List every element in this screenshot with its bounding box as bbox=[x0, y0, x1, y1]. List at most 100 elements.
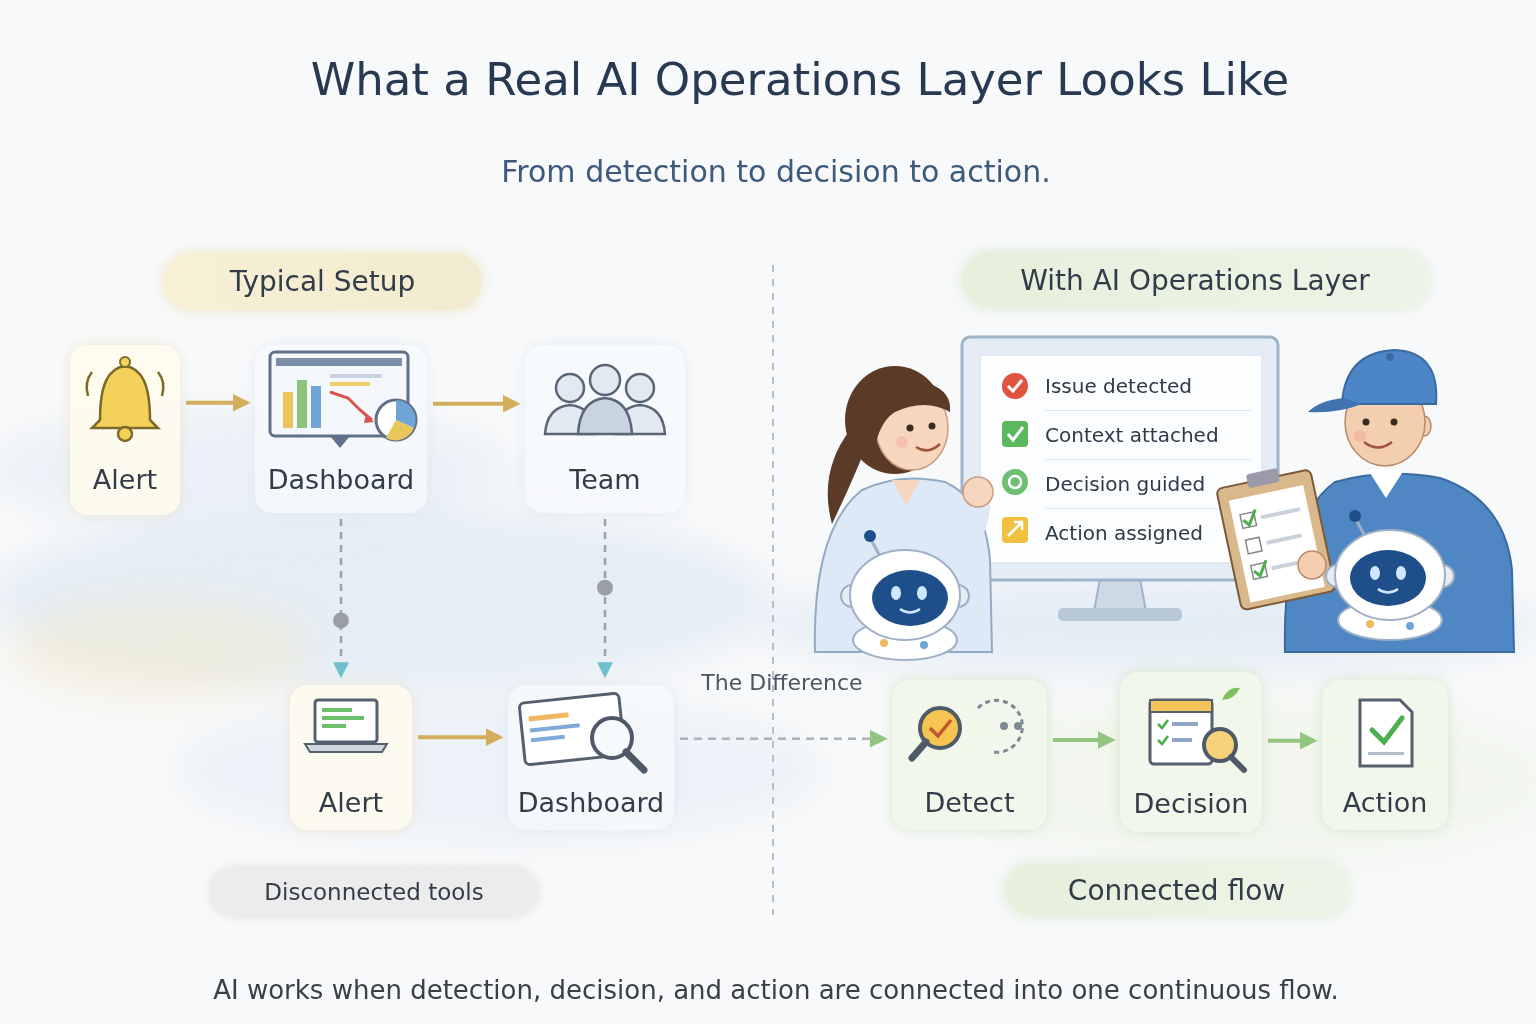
detect-icon bbox=[912, 742, 926, 758]
screen-row-icons bbox=[1002, 469, 1028, 495]
watercolor-wash bbox=[0, 410, 1536, 860]
connector-dot bbox=[597, 580, 613, 596]
screen-row-icons bbox=[1002, 517, 1028, 543]
flow-arrow bbox=[340, 519, 343, 675]
summary-pill: Disconnected tools bbox=[210, 868, 538, 916]
hand bbox=[1298, 551, 1326, 579]
section-heading: With AI Operations Layer bbox=[962, 252, 1428, 308]
process-box: Detect bbox=[892, 680, 1047, 830]
woman-figure bbox=[945, 506, 978, 562]
woman-figure bbox=[963, 477, 993, 507]
man-figure bbox=[1345, 378, 1425, 466]
dashboard-icon bbox=[283, 392, 293, 428]
man-figure bbox=[1386, 353, 1394, 361]
process-box: Team bbox=[525, 345, 685, 513]
monitor-frame bbox=[1094, 578, 1146, 612]
clipboard bbox=[1240, 512, 1257, 529]
woman-figure bbox=[892, 480, 920, 505]
laptop-icon bbox=[322, 716, 364, 720]
clipboard bbox=[1261, 507, 1301, 519]
woman-figure bbox=[815, 366, 993, 652]
process-box: Decision bbox=[1120, 672, 1262, 832]
robot-assistant bbox=[947, 585, 969, 607]
clipboard bbox=[1252, 560, 1269, 577]
screen-row-icons bbox=[1002, 373, 1028, 399]
bell-icon bbox=[158, 372, 163, 396]
woman-figure bbox=[907, 425, 914, 432]
dashboard-icon bbox=[376, 400, 416, 440]
dashboard-search-icon bbox=[519, 693, 644, 770]
robot-assistant bbox=[1355, 518, 1365, 536]
man-figure bbox=[1285, 474, 1514, 652]
bell-icon bbox=[87, 372, 92, 396]
status-row: Action assigned bbox=[1045, 509, 1251, 557]
node-label: Dashboard bbox=[268, 464, 414, 495]
edge-label: The Difference bbox=[662, 667, 902, 699]
bell-icon bbox=[118, 427, 132, 441]
watercolor-wash bbox=[760, 580, 1536, 670]
monitor-frame bbox=[962, 337, 1278, 580]
woman-figure bbox=[828, 430, 864, 524]
detect-icon bbox=[912, 700, 1022, 758]
dashboard-icon bbox=[276, 358, 402, 366]
dashboard-icon bbox=[330, 436, 350, 448]
dashboard-icon bbox=[330, 374, 382, 378]
summary-pill: Connected flow bbox=[1005, 864, 1348, 916]
process-box: Action bbox=[1322, 680, 1448, 830]
woman-figure bbox=[815, 478, 992, 652]
woman-figure bbox=[929, 423, 936, 430]
status-row: Context attached bbox=[1045, 411, 1251, 460]
robot-assistant bbox=[872, 570, 948, 626]
dashboard-search-icon bbox=[528, 712, 568, 721]
section-heading: Typical Setup bbox=[163, 253, 482, 310]
robot-assistant bbox=[1326, 565, 1348, 587]
flow-arrow bbox=[1268, 739, 1314, 743]
laptop-icon bbox=[322, 724, 346, 728]
node-label: Action bbox=[1343, 787, 1428, 818]
node-label: Dashboard bbox=[518, 787, 664, 818]
flow-arrow bbox=[433, 402, 517, 406]
man-figure bbox=[1285, 350, 1514, 652]
screen-row-icons bbox=[1002, 373, 1028, 543]
robot-assistant bbox=[900, 609, 920, 613]
robot-assistant bbox=[850, 550, 960, 640]
dashboard-icon bbox=[330, 392, 372, 420]
action-icon bbox=[1372, 718, 1402, 742]
robot-assistant bbox=[870, 538, 880, 556]
node-label: Decision bbox=[1134, 788, 1249, 819]
robot-assistant bbox=[1326, 510, 1454, 640]
process-box: Alert bbox=[290, 685, 412, 830]
monitor-frame bbox=[1058, 608, 1182, 621]
robot-assistant bbox=[1338, 600, 1442, 640]
action-icon bbox=[1368, 752, 1404, 755]
status-row: Issue detected bbox=[1045, 362, 1251, 411]
node-label: Detect bbox=[924, 787, 1014, 818]
robot-assistant bbox=[1335, 530, 1445, 620]
node-label: Disconnected tools bbox=[264, 879, 483, 905]
decision-icon bbox=[1231, 757, 1244, 770]
watercolor-wash bbox=[180, 700, 820, 840]
decision-icon bbox=[1222, 688, 1240, 700]
node-label: Alert bbox=[93, 464, 157, 495]
dashboard-search-icon bbox=[531, 735, 565, 743]
decision-icon bbox=[1158, 736, 1168, 744]
diagram-title: What a Real AI Operations Layer Looks Li… bbox=[32, 50, 1536, 110]
bell-icon bbox=[87, 357, 164, 441]
clipboard bbox=[1245, 537, 1262, 554]
dashboard-icon bbox=[270, 352, 408, 436]
decision-icon bbox=[1172, 738, 1192, 742]
man-figure bbox=[1354, 430, 1366, 442]
robot-assistant bbox=[917, 586, 927, 600]
monitor-frame bbox=[980, 355, 1262, 563]
robot-assistant bbox=[1396, 566, 1406, 580]
decision-icon bbox=[1150, 700, 1212, 712]
connector-dot bbox=[333, 612, 349, 628]
decision-icon bbox=[1150, 688, 1244, 770]
laptop-icon bbox=[315, 700, 377, 742]
dashboard-icon bbox=[270, 352, 416, 448]
clipboard bbox=[1229, 485, 1325, 603]
node-label: Typical Setup bbox=[230, 265, 416, 298]
dashboard-icon bbox=[386, 420, 414, 440]
detect-icon bbox=[1000, 722, 1008, 730]
